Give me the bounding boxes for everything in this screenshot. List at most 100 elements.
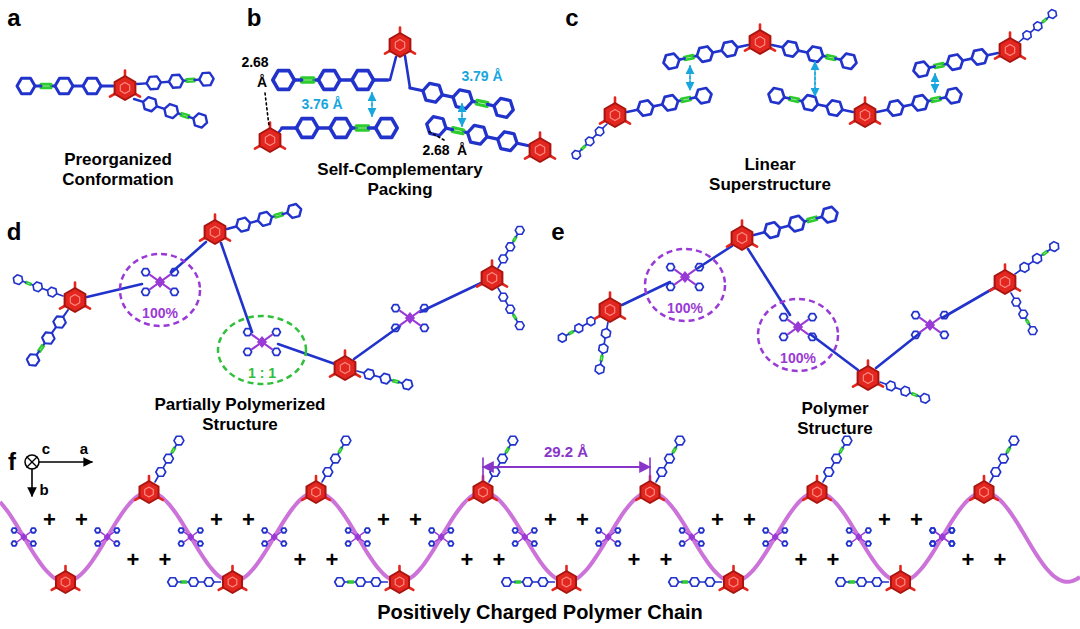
bond-line — [265, 93, 269, 126]
bond-line — [569, 332, 573, 335]
circle-outline — [118, 252, 202, 328]
bond-line — [275, 215, 283, 217]
bond-line — [498, 263, 501, 268]
aromatic-ring — [538, 578, 548, 587]
aromatic-ring — [11, 528, 16, 533]
aromatic-ring — [724, 571, 743, 593]
charge-sign: + — [994, 547, 1007, 572]
aromatic-ring — [888, 100, 904, 115]
panel-caption: Polymer Structure — [785, 399, 885, 438]
bond-line — [381, 581, 388, 583]
aromatic-ring — [139, 481, 158, 503]
aromatic-ring — [198, 541, 203, 546]
aromatic-ring — [750, 30, 771, 54]
bond-line — [489, 476, 492, 482]
aromatic-ring — [912, 95, 928, 110]
aromatic-ring — [585, 137, 594, 146]
bond-line — [656, 476, 659, 482]
panel-caption: Linear Superstructure — [700, 155, 840, 194]
bond-line — [754, 232, 764, 235]
distance-unit: Å — [457, 142, 467, 158]
bond-line — [181, 582, 187, 584]
bond-line — [41, 86, 51, 89]
aromatic-ring — [506, 305, 515, 313]
bond-line — [627, 110, 638, 112]
bond-line — [40, 346, 44, 352]
aromatic-ring — [142, 269, 150, 276]
bond-line — [685, 58, 694, 60]
axis-into-page — [25, 455, 39, 469]
aromatic-ring — [42, 332, 55, 343]
aromatic-ring — [947, 54, 963, 69]
aromatic-ring — [296, 119, 318, 138]
aromatic-ring — [331, 454, 341, 463]
charge-sign: + — [409, 507, 422, 532]
charge-sign: + — [795, 547, 808, 572]
aromatic-ring — [145, 487, 154, 497]
aromatic-ring — [863, 373, 872, 384]
aromatic-ring — [695, 264, 703, 271]
aromatic-ring — [199, 73, 213, 86]
bond-line — [826, 58, 835, 60]
bond-line — [880, 382, 886, 384]
bond-line — [1042, 18, 1046, 21]
aromatic-ring — [667, 264, 675, 271]
metal-center — [188, 533, 194, 540]
bond-line — [827, 55, 836, 57]
aromatic-ring — [65, 288, 86, 312]
aromatic-ring — [273, 71, 295, 90]
bond-line — [1006, 447, 1009, 452]
distance-label: 2.68 — [241, 54, 268, 70]
aromatic-ring — [95, 541, 100, 546]
aromatic-ring — [669, 578, 679, 587]
aromatic-ring — [83, 78, 101, 94]
bond-line — [275, 213, 283, 215]
aromatic-ring — [930, 528, 935, 533]
metal-center — [939, 533, 945, 540]
aromatic-ring — [732, 226, 753, 250]
aromatic-ring — [306, 481, 325, 503]
aromatic-ring — [380, 373, 390, 383]
aromatic-ring — [193, 113, 207, 127]
charge-sign: + — [878, 507, 891, 532]
bond-line — [515, 580, 521, 582]
helix-trace — [0, 492, 1080, 582]
aromatic-ring — [498, 454, 508, 463]
aromatic-ring — [640, 481, 659, 503]
aromatic-ring — [822, 207, 838, 223]
bond-line — [810, 334, 858, 370]
bond-line — [393, 382, 399, 384]
aromatic-ring — [17, 78, 35, 94]
occupancy-label: 100% — [780, 351, 816, 366]
bond-line — [476, 104, 487, 106]
aromatic-ring — [272, 329, 280, 336]
aromatic-ring — [164, 454, 174, 463]
bond-line — [181, 580, 187, 582]
bond-line — [477, 100, 488, 102]
aromatic-ring — [448, 541, 453, 546]
bond-line — [789, 100, 798, 102]
bond-line — [772, 45, 783, 47]
stacking-distance: 3.76 Å — [301, 96, 342, 112]
aromatic-ring — [930, 541, 935, 546]
circle-outline — [756, 297, 840, 373]
aromatic-ring — [31, 541, 36, 546]
charge-sign: + — [910, 507, 923, 532]
aromatic-ring — [802, 95, 818, 110]
aromatic-ring — [782, 528, 787, 533]
aromatic-ring — [281, 541, 286, 546]
aromatic-ring — [482, 266, 503, 290]
axis-label: c — [42, 440, 50, 457]
bond-line — [357, 371, 364, 373]
bond-line — [25, 283, 30, 285]
aromatic-ring — [265, 135, 274, 146]
aromatic-ring — [170, 269, 178, 276]
aromatic-ring — [390, 571, 409, 593]
aromatic-ring — [858, 366, 879, 390]
bond-line — [737, 45, 748, 47]
aromatic-ring — [807, 46, 823, 61]
dashed-ellipse — [120, 254, 200, 326]
aromatic-ring — [949, 541, 954, 546]
